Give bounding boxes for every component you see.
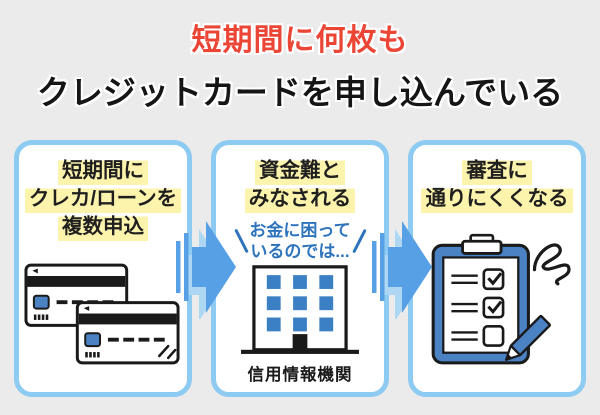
thought-text: お金に困って いるのでは... (249, 220, 350, 262)
credit-card-front (75, 301, 180, 365)
step-card-multiple-applications: 短期間に クレカ/ローンを 複数申込 (14, 140, 192, 397)
building-caption: 信用情報機関 (247, 366, 353, 384)
step-card-harder-to-pass-screening: 審査に 通りにくくなる (408, 140, 586, 397)
arrow-right-icon-1 (176, 221, 236, 319)
step2-heading: 資金難と みなされる (244, 157, 356, 213)
step1-heading-line2: クレカ/ローンを (24, 185, 182, 213)
thought-callout: お金に困って いるのでは... (234, 220, 366, 262)
step1-heading-line1: 短期間に (57, 157, 148, 185)
credit-cards-icon (24, 263, 180, 365)
scribble-icon (532, 243, 571, 286)
step1-heading-line3: 複数申込 (57, 213, 148, 241)
checklist-clipboard-icon (431, 233, 571, 365)
steps-row: 短期間に クレカ/ローンを 複数申込 (14, 140, 586, 397)
thought-line1: お金に困って (249, 221, 351, 240)
step3-heading: 審査に 通りにくくなる (421, 157, 573, 213)
thought-line2: いるのでは... (250, 242, 350, 261)
step3-heading-line2: 通りにくくなる (421, 185, 573, 213)
title-main-line: クレジットカードを申し込んでいる (36, 74, 564, 111)
step2-heading-line2: みなされる (244, 185, 356, 213)
step3-heading-line1: 審査に (462, 157, 532, 185)
emphasis-line-right-icon (351, 228, 366, 254)
page-title: 短期間に何枚も クレジットカードを申し込んでいる (0, 15, 600, 114)
infographic-root: 短期間に何枚も クレジットカードを申し込んでいる 短期間に クレカ/ローンを 複… (0, 15, 600, 397)
step1-heading: 短期間に クレカ/ローンを 複数申込 (24, 157, 182, 241)
credit-bureau-building-icon (241, 265, 359, 354)
arrow-right-icon-2 (372, 221, 432, 319)
pencil-icon (505, 314, 551, 361)
title-emphasis-line: 短期間に何枚も (191, 24, 409, 57)
step2-heading-line1: 資金難と (255, 157, 345, 185)
